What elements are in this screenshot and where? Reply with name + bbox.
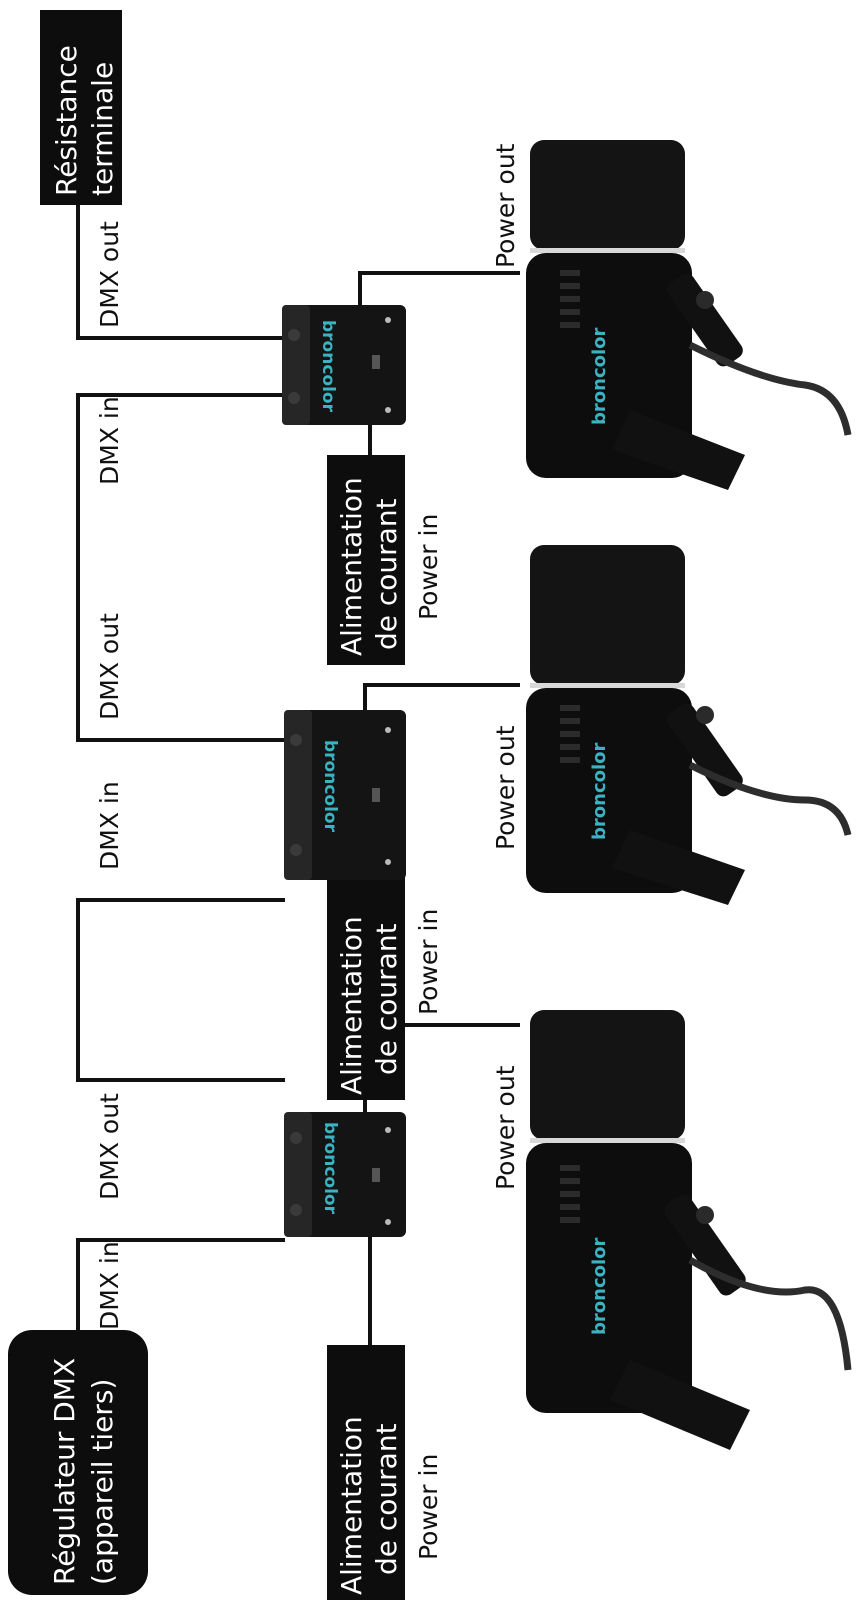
lamp-ring — [530, 1138, 685, 1143]
status-led-icon — [385, 727, 391, 733]
dmx-in-label: DMX in — [95, 1241, 124, 1330]
interface-body — [284, 710, 406, 880]
dmx-out-label: DMX out — [95, 221, 124, 328]
lamp-brand: broncolor — [589, 327, 610, 425]
wire-unit3-to-terminator — [76, 205, 285, 340]
status-led-icon — [385, 1219, 391, 1225]
flash-head: broncolor — [526, 545, 852, 905]
interface-brand: broncolor — [318, 320, 338, 413]
terminator: Résistance terminale — [40, 10, 122, 205]
supply-label-line2: de courant — [370, 923, 403, 1075]
lamp-handle-upper — [667, 703, 743, 797]
dmx-interface-box: broncolor — [284, 710, 406, 880]
interface-side — [282, 305, 310, 425]
lamp-ring — [530, 248, 685, 253]
power-out-label: Power out — [491, 1065, 520, 1190]
unit-1: DMX in DMX out Alimentation de courant P… — [95, 1010, 852, 1600]
lamp-handle-upper — [667, 273, 743, 367]
lamp-front-tube — [530, 1010, 685, 1140]
status-led-icon — [385, 317, 391, 323]
dmx-port-icon — [290, 844, 302, 856]
dmx-controller: Régulateur DMX (appareil tiers) — [8, 1330, 148, 1595]
switch-icon — [372, 355, 380, 369]
dmx-port-icon — [290, 1132, 302, 1144]
supply-box — [327, 845, 405, 1100]
supply-label-line1: Alimentation — [335, 1416, 368, 1595]
power-out-label: Power out — [491, 725, 520, 850]
lamp-clamp-lower — [612, 830, 745, 905]
power-in-label: Power in — [414, 909, 443, 1015]
dmx-bus-wires — [76, 205, 285, 1340]
lamp-front-tube — [530, 140, 685, 250]
supply-block: Alimentation de courant — [327, 845, 405, 1100]
lamp-power-cable — [688, 761, 852, 836]
vent-slots-icon — [560, 705, 580, 763]
dmx-in-label: DMX in — [95, 396, 124, 485]
dmx-interface-box: broncolor — [282, 305, 406, 425]
supply-block: Alimentation de courant — [327, 1345, 405, 1600]
switch-icon — [372, 788, 380, 802]
terminator-box — [40, 10, 122, 205]
dmx-port-icon — [288, 392, 300, 404]
power-out-wire-2 — [363, 683, 520, 712]
supply-block: Alimentation de courant — [327, 455, 405, 665]
supply-label-line1: Alimentation — [335, 477, 368, 656]
lamp-ring — [530, 683, 685, 688]
controller-label-line1: Régulateur DMX — [48, 1358, 81, 1585]
wire-unit1-to-unit2 — [76, 898, 285, 1082]
lamp-body — [526, 1143, 692, 1413]
vent-slots-icon — [560, 1165, 580, 1223]
supply-label-line2: de courant — [370, 1423, 403, 1575]
flash-head: broncolor — [526, 140, 852, 490]
lamp-clamp-lower — [612, 410, 745, 490]
unit-3: DMX in DMX out Alimentation de courant P… — [95, 140, 852, 665]
dmx-out-label: DMX out — [95, 613, 124, 720]
power-in-label: Power in — [414, 514, 443, 620]
status-led-icon — [385, 407, 391, 413]
lamp-knob-icon — [696, 1206, 714, 1224]
unit-2: DMX in DMX out Alimentation de courant P… — [95, 545, 852, 1100]
controller-label-line2: (appareil tiers) — [86, 1379, 119, 1585]
terminator-label-line2: terminale — [86, 62, 119, 196]
switch-icon — [372, 1168, 380, 1182]
interface-brand: broncolor — [320, 1122, 340, 1215]
power-in-label: Power in — [414, 1454, 443, 1560]
status-led-icon — [385, 1127, 391, 1133]
dmx-port-icon — [290, 734, 302, 746]
lamp-brand: broncolor — [589, 1237, 610, 1335]
supply-box — [327, 1345, 405, 1600]
supply-label-line1: Alimentation — [335, 916, 368, 1095]
vent-slots-icon — [560, 270, 580, 328]
interface-side — [284, 710, 312, 880]
wire-unit2-to-unit3 — [76, 393, 285, 742]
dmx-interface-box: broncolor — [284, 1112, 406, 1237]
supply-box — [327, 455, 405, 665]
lamp-front-tube — [530, 545, 685, 685]
interface-body — [282, 305, 406, 425]
lamp-brand: broncolor — [589, 742, 610, 840]
power-out-label: Power out — [491, 143, 520, 268]
supply-label-line2: de courant — [370, 498, 403, 650]
interface-body — [284, 1112, 406, 1237]
dmx-port-icon — [288, 329, 300, 341]
lamp-power-cable — [688, 1256, 852, 1371]
terminator-label-line1: Résistance — [50, 45, 83, 196]
dmx-in-label: DMX in — [95, 781, 124, 870]
lamp-power-cable — [688, 341, 852, 436]
controller-box — [8, 1330, 148, 1595]
lamp-clamp-lower — [610, 1360, 750, 1450]
dmx-port-icon — [290, 1204, 302, 1216]
interface-brand: broncolor — [320, 740, 340, 833]
wire-controller-to-unit1 — [76, 1238, 285, 1340]
interface-side — [284, 1112, 312, 1237]
flash-head: broncolor — [526, 1010, 852, 1450]
lamp-knob-icon — [696, 291, 714, 309]
power-out-wire-3 — [358, 271, 520, 305]
status-led-icon — [385, 859, 391, 865]
dmx-out-label: DMX out — [95, 1093, 124, 1200]
lamp-handle-upper — [664, 1194, 746, 1296]
lamp-knob-icon — [696, 706, 714, 724]
